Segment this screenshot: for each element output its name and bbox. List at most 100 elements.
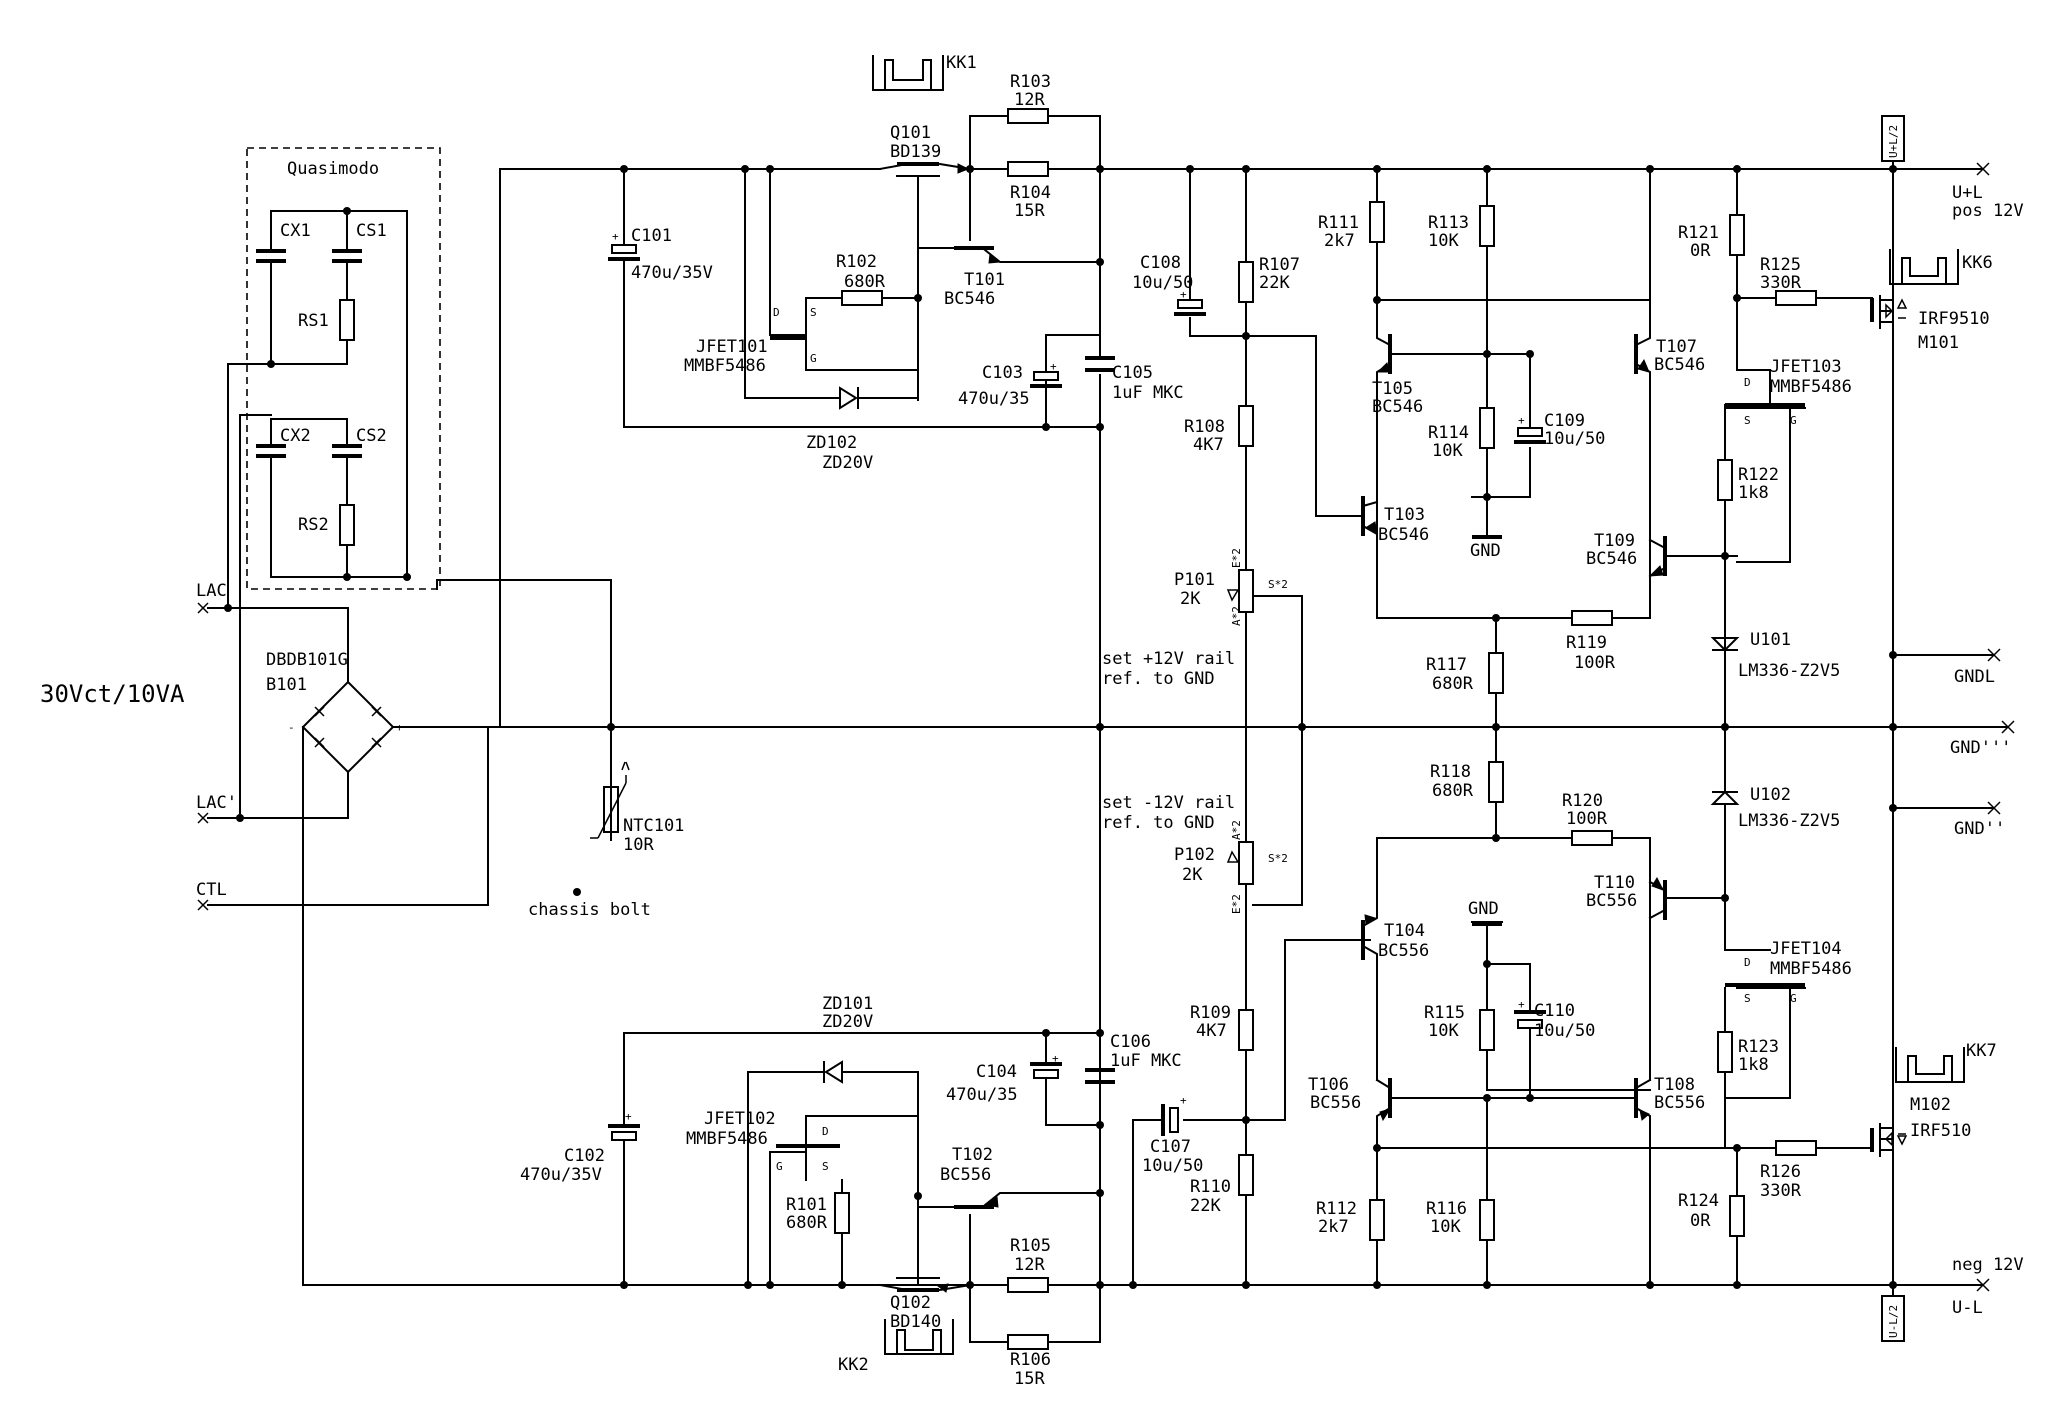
r119-value: 100R (1574, 653, 1616, 673)
t101-type: BC546 (944, 289, 995, 309)
t105-label: T105 (1372, 379, 1413, 399)
uml-terminal: U-L (1952, 1298, 1983, 1318)
r124-value: 0R (1690, 1211, 1711, 1231)
p101-s: S*2 (1268, 578, 1288, 591)
chassis-bolt-label: chassis bolt (528, 900, 651, 920)
kk2-label: KK2 (838, 1355, 869, 1375)
t110-label: T110 (1594, 873, 1635, 893)
p101-value: 2K (1180, 589, 1201, 609)
p102-e: E*2 (1230, 894, 1243, 914)
r125-value: 330R (1760, 273, 1802, 293)
r123-label: R123 (1738, 1037, 1779, 1057)
c102-plus: + (625, 1110, 632, 1123)
c107-value: 10u/50 (1142, 1156, 1203, 1176)
c104-plus: + (1052, 1052, 1059, 1065)
jfet103-d: D (1744, 376, 1751, 389)
r110-value: 22K (1190, 1196, 1221, 1216)
p102-s: S*2 (1268, 852, 1288, 865)
r123-value: 1k8 (1738, 1055, 1769, 1075)
r103-label: R103 (1010, 72, 1051, 92)
negative-error-amp: R120 100R T104 BC556 T110 BC556 GND R115… (1284, 791, 1726, 1289)
r122-label: R122 (1738, 465, 1779, 485)
t102-label: T102 (952, 1145, 993, 1165)
c105-label: C105 (1112, 363, 1153, 383)
c104-label: C104 (976, 1062, 1017, 1082)
r112-label: R112 (1316, 1199, 1357, 1219)
u102-label: U102 (1750, 785, 1791, 805)
c110-plus: + (1518, 998, 1525, 1011)
jfet103-label: JFET103 (1770, 357, 1842, 377)
t107-type: BC546 (1654, 355, 1705, 375)
jfet104-s: S (1744, 992, 1751, 1005)
r116-value: 10K (1430, 1217, 1461, 1237)
jfet101-s: S (810, 306, 817, 319)
p101-label: P101 (1174, 570, 1215, 590)
r101-value: 680R (786, 1213, 828, 1233)
upl2-label: U+L/2 (1887, 125, 1900, 158)
c109-plus: + (1518, 414, 1525, 427)
ctl-terminal-label: CTL (196, 880, 227, 900)
r111-value: 2k7 (1324, 231, 1355, 251)
c102-label: C102 (564, 1146, 605, 1166)
r101-label: R101 (786, 1195, 827, 1215)
r108-value: 4K7 (1193, 435, 1224, 455)
r118-label: R118 (1430, 762, 1471, 782)
u102-type: LM336-Z2V5 (1738, 811, 1840, 831)
jfet102-d: D (822, 1125, 829, 1138)
t103-label: T103 (1384, 505, 1425, 525)
jfet102-s: S (822, 1160, 829, 1173)
r118-value: 680R (1432, 781, 1474, 801)
r115-value: 10K (1428, 1021, 1459, 1041)
p102-label: P102 (1174, 845, 1215, 865)
gndl-terminal: GNDL (1954, 667, 1995, 687)
cx2-label: CX2 (280, 426, 311, 446)
ntc101-value: 10R (623, 835, 654, 855)
jfet101-type: MMBF5486 (684, 356, 766, 376)
jfet103-g: G (1790, 414, 1797, 427)
t108-type: BC556 (1654, 1093, 1705, 1113)
t108-label: T108 (1654, 1075, 1695, 1095)
c107-label: C107 (1150, 1137, 1191, 1157)
lac-terminal-label: LAC (196, 581, 227, 601)
c101-value: 470u/35V (631, 263, 713, 283)
jfet101-label: JFET101 (696, 337, 768, 357)
jfet104-type: MMBF5486 (1770, 959, 1852, 979)
upl-desc: pos 12V (1952, 201, 2024, 221)
r115-label: R115 (1424, 1003, 1465, 1023)
jfet104-d: D (1744, 956, 1751, 969)
zd102-label: ZD102 (806, 433, 857, 453)
t103-type: BC546 (1378, 525, 1429, 545)
r107-label: R107 (1259, 255, 1300, 275)
r113-value: 10K (1428, 231, 1459, 251)
jfet103-type: MMBF5486 (1770, 377, 1852, 397)
gnd-top-label: GND (1470, 541, 1501, 561)
r114-label: R114 (1428, 423, 1469, 443)
t106-type: BC556 (1310, 1093, 1361, 1113)
uml2-label: U-L/2 (1887, 1305, 1900, 1338)
p102-value: 2K (1182, 865, 1203, 885)
c107-plus: + (1180, 1094, 1187, 1107)
t106-label: T106 (1308, 1075, 1349, 1095)
t102-type: BC556 (940, 1165, 991, 1185)
t101-label: T101 (964, 270, 1005, 290)
r109-label: R109 (1190, 1003, 1231, 1023)
r111-label: R111 (1318, 213, 1359, 233)
jfet101-d: D (773, 306, 780, 319)
c110-value: 10u/50 (1534, 1021, 1595, 1041)
r122-value: 1k8 (1738, 483, 1769, 503)
r124-label: R124 (1678, 1191, 1719, 1211)
feedback-divider: R107 22K R108 4K7 R109 4K7 R110 22K + C1… (1102, 165, 1371, 1289)
r120-label: R120 (1562, 791, 1603, 811)
upl-terminal: U+L (1952, 183, 1983, 203)
gnd3-terminal: GND''' (1950, 738, 2011, 758)
jfet102-g: G (776, 1160, 783, 1173)
bridge-minus: - (288, 721, 295, 734)
p102-a: A*2 (1230, 820, 1243, 840)
t109-label: T109 (1594, 531, 1635, 551)
neg-rail-note-1: set -12V rail (1102, 793, 1235, 813)
m102-type: IRF510 (1910, 1121, 1971, 1141)
c105-value: 1uF MKC (1112, 383, 1184, 403)
r121-value: 0R (1690, 241, 1711, 261)
negative-regulator: ZD101 ZD20V + C102 470u/35V + C104 470u/… (520, 994, 1182, 1389)
